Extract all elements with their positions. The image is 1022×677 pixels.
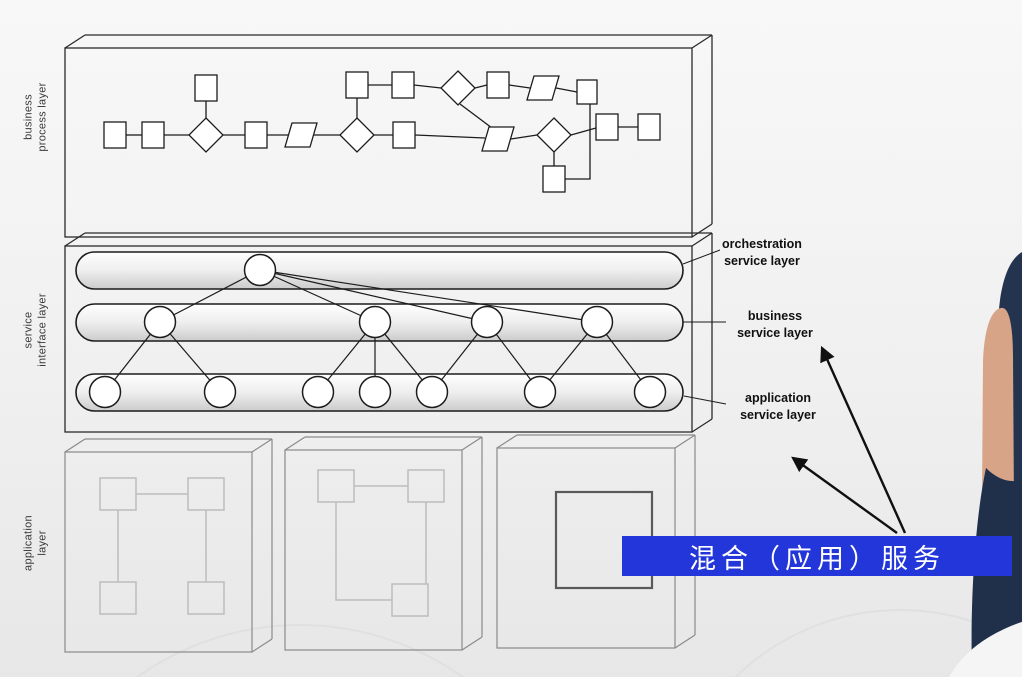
flow-task	[244, 121, 268, 149]
flow-gateway	[536, 117, 572, 153]
callout-arrows	[791, 345, 907, 534]
business-service-node	[143, 305, 177, 339]
flow-gateway	[440, 70, 476, 106]
flow-gateway	[339, 117, 375, 153]
business-service-node	[358, 305, 392, 339]
flow-task	[345, 71, 369, 99]
application-cube	[64, 451, 253, 653]
flow-data	[481, 126, 515, 152]
flow-data	[284, 122, 318, 148]
application-service-node	[633, 375, 667, 409]
orchestration-service-pill	[75, 251, 684, 290]
flow-task	[637, 113, 661, 141]
flow-task	[392, 121, 416, 149]
presenter-person	[949, 252, 1022, 677]
application-components	[99, 469, 445, 617]
business-process-flowchart	[103, 70, 661, 193]
label-application-service-layer: application service layer	[740, 391, 816, 422]
chair-shape	[949, 621, 1022, 677]
application-service-node	[203, 375, 237, 409]
application-cube	[284, 449, 463, 651]
application-service-node	[523, 375, 557, 409]
application-layer-cubes	[64, 434, 696, 653]
label-service-interface-layer: service interface layer	[22, 293, 49, 367]
label-pointers	[682, 249, 727, 405]
flow-gateway	[188, 117, 224, 153]
flow-task	[576, 79, 598, 105]
orchestration-service-node	[243, 253, 277, 287]
service-nodes	[88, 253, 667, 409]
label-orchestration-service-layer: orchestration service layer	[722, 237, 802, 268]
application-service-node	[415, 375, 449, 409]
flow-task	[486, 71, 510, 99]
business-service-node	[580, 305, 614, 339]
service-interface-layer-box	[64, 232, 713, 433]
flow-task	[194, 74, 218, 102]
callout-text: 混合（应用）服务	[689, 543, 945, 575]
business-process-layer-box	[64, 34, 713, 238]
flow-task	[141, 121, 165, 149]
label-business-service-layer: business service layer	[737, 309, 813, 340]
flow-task	[391, 71, 415, 99]
application-service-node	[301, 375, 335, 409]
label-application-layer: application layer	[22, 515, 49, 571]
flow-task	[542, 165, 566, 193]
callout-mixed-application-services: 混合（应用）服务	[622, 536, 1012, 576]
application-service-node	[358, 375, 392, 409]
application-service-node	[88, 375, 122, 409]
callout-arrow-business	[820, 345, 907, 534]
callout-arrow-application	[791, 456, 898, 534]
label-business-process-layer: business process layer	[22, 82, 49, 152]
flow-task	[103, 121, 127, 149]
flow-task	[595, 113, 619, 141]
business-service-node	[470, 305, 504, 339]
background-arcs	[135, 609, 1022, 677]
flow-data	[526, 75, 560, 101]
